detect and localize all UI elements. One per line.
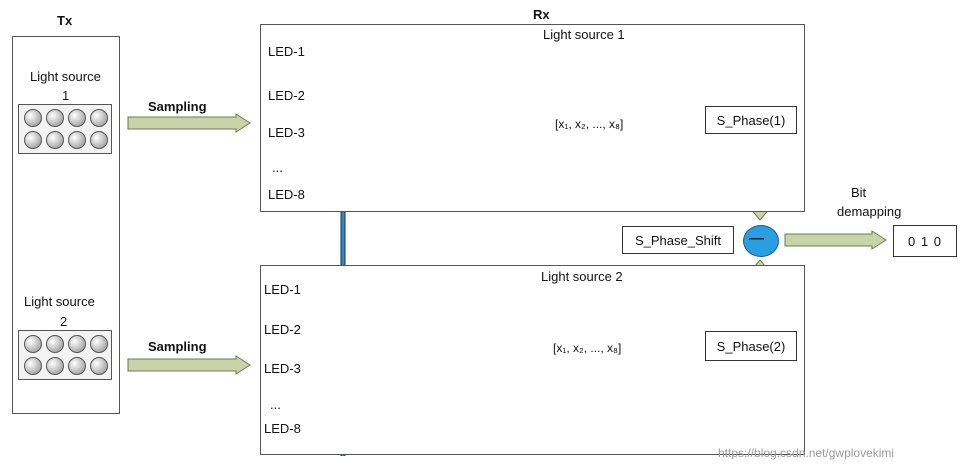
led-icon — [46, 109, 64, 127]
sample-vector-2: [x₁, x₂, ..., x₈] — [553, 341, 622, 355]
sampling-arrow — [127, 355, 251, 375]
tx-source2-label-line1: Light source — [24, 294, 95, 309]
led-label: ... — [272, 160, 283, 175]
sampling-arrow — [127, 113, 251, 133]
sample-vector-1: [x₁, x₂, ..., x₈] — [555, 117, 624, 131]
phase-shift-box: S_Phase_Shift — [622, 226, 734, 254]
led-icon — [90, 357, 108, 375]
led-array-source2 — [18, 330, 112, 380]
led-label: LED-1 — [264, 282, 301, 297]
led-label: ... — [270, 397, 281, 412]
led-icon — [68, 131, 86, 149]
led-icon — [90, 109, 108, 127]
led-label: LED-3 — [268, 125, 305, 140]
led-label: LED-2 — [264, 322, 301, 337]
led-array-source1 — [18, 104, 112, 154]
subtract-circle — [743, 225, 779, 257]
led-icon — [46, 335, 64, 353]
led-icon — [68, 109, 86, 127]
led-icon — [24, 357, 42, 375]
tx-source1-label-line2: 1 — [62, 88, 70, 103]
led-icon — [24, 109, 42, 127]
rx-source1-title: Light source 1 — [543, 27, 625, 42]
led-icon — [68, 357, 86, 375]
led-label: LED-8 — [264, 421, 301, 436]
sampling-label-1: Sampling — [148, 99, 207, 114]
subtract-symbol: — — [749, 230, 764, 247]
tx-title: Tx — [57, 13, 73, 28]
rx-title: Rx — [533, 7, 550, 22]
led-label: LED-8 — [268, 187, 305, 202]
bit-demapping-label-line1: Bit — [851, 185, 867, 200]
bit-demapping-label-line2: demapping — [837, 204, 902, 219]
led-icon — [46, 357, 64, 375]
watermark: https://blog.csdn.net/gwplovekimi — [718, 446, 895, 460]
tx-source2-label-line2: 2 — [60, 314, 68, 329]
output-arrow — [784, 230, 887, 250]
led-icon — [90, 335, 108, 353]
led-icon — [68, 335, 86, 353]
output-bits-box: 0 1 0 — [893, 225, 957, 257]
led-icon — [46, 131, 64, 149]
phase1-box: S_Phase(1) — [705, 106, 797, 134]
led-label: LED-2 — [268, 88, 305, 103]
sampling-label-2: Sampling — [148, 339, 207, 354]
led-label: LED-1 — [268, 44, 305, 59]
tx-source1-label-line1: Light source — [30, 69, 101, 84]
led-icon — [24, 131, 42, 149]
rx-source2-title: Light source 2 — [541, 269, 623, 284]
led-icon — [90, 131, 108, 149]
led-icon — [24, 335, 42, 353]
phase2-box: S_Phase(2) — [705, 331, 797, 361]
led-label: LED-3 — [264, 361, 301, 376]
